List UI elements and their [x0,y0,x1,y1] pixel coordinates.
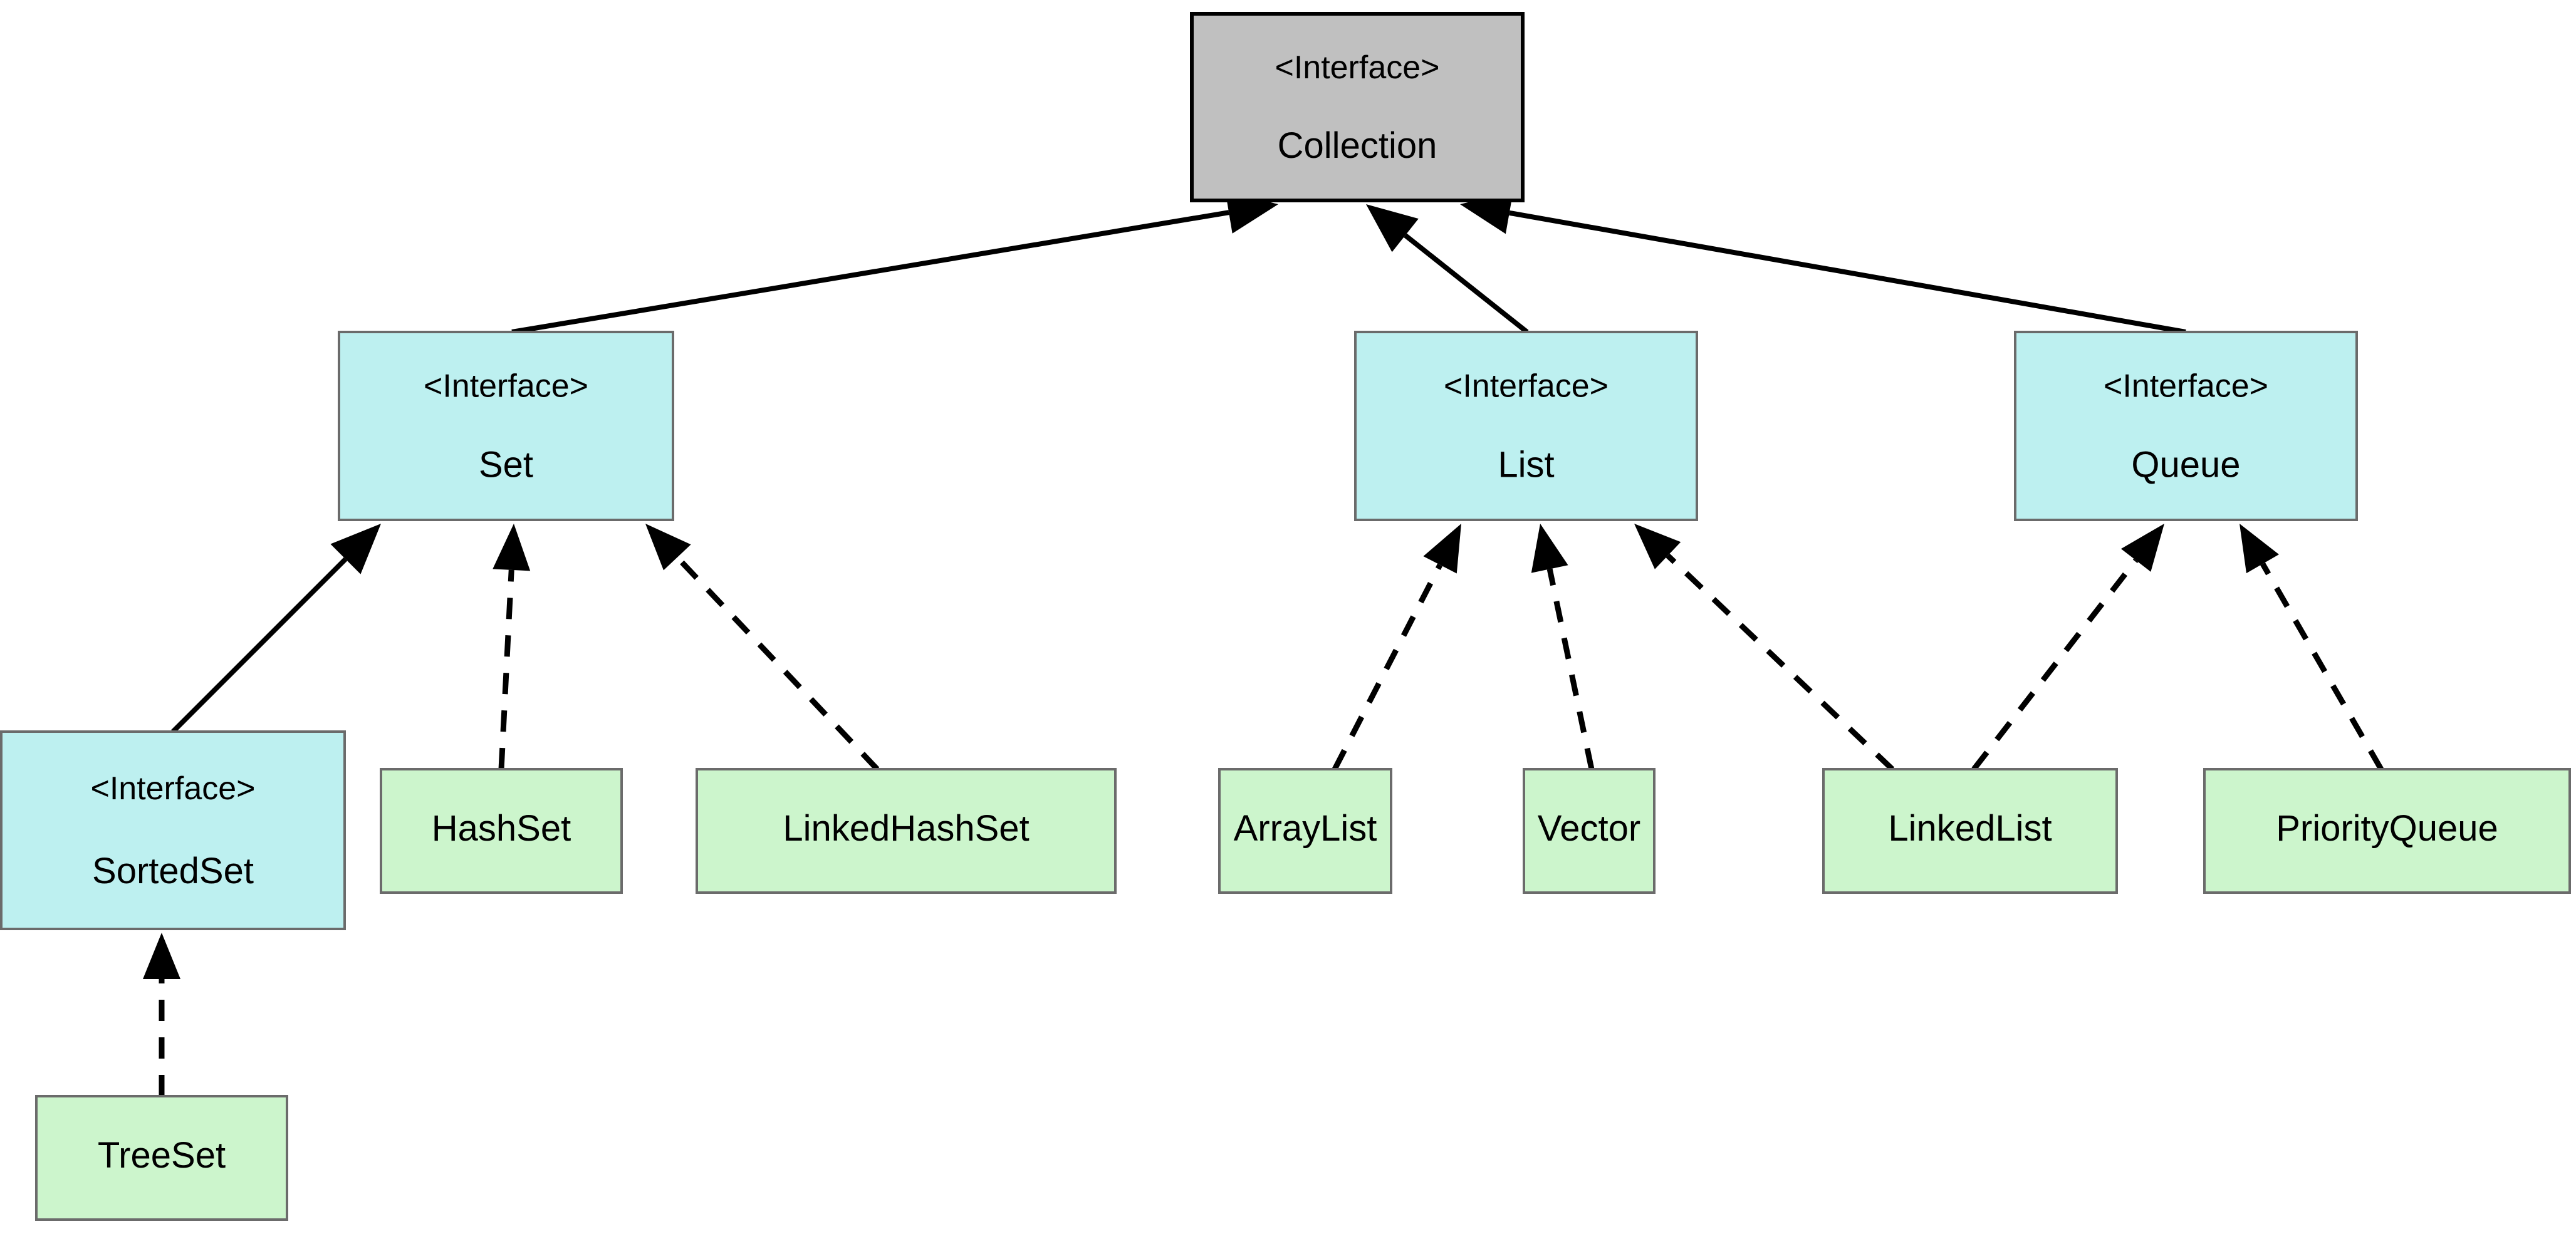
node-stereotype: <Interface> [1275,49,1439,86]
node-box[interactable] [696,768,1117,894]
node-priorityqueue[interactable]: PriorityQueue [2203,768,2571,894]
node-name: LinkedList [1888,808,2052,849]
edges-layer [143,191,2384,1096]
node-name: Vector [1538,808,1640,849]
edge-queue-collection [1460,192,2186,334]
node-name: SortedSet [92,851,254,891]
edge-line [1546,568,1595,770]
node-box[interactable] [0,730,346,930]
node-stereotype: <Interface> [2104,368,2268,405]
edge-line [675,555,880,772]
node-name: PriorityQueue [2276,808,2498,849]
node-linkedlist[interactable]: LinkedList [1822,768,2118,894]
edge-list-collection [1366,204,1529,334]
edge-line [1404,233,1529,334]
node-box[interactable] [1218,768,1392,894]
arrow-head-icon [2240,524,2279,574]
arrow-head-icon [645,524,691,571]
edge-line [171,557,348,734]
node-stereotype: <Interface> [1444,368,1609,405]
node-name: HashSet [432,808,571,849]
node-name: List [1498,444,1554,485]
node-queue[interactable]: <Interface> Queue [2014,331,2358,521]
node-box[interactable] [2203,768,2571,894]
edge-treeset-sortedset [143,933,180,1096]
node-sortedset[interactable]: <Interface> SortedSet [0,730,346,930]
node-box[interactable] [1190,12,1525,202]
node-name: Queue [2131,444,2240,485]
node-name: LinkedHashSet [783,808,1029,849]
node-arraylist[interactable]: ArrayList [1218,768,1392,894]
edge-arraylist-list [1332,524,1461,771]
edge-sortedset-set [171,524,381,734]
edge-vector-list [1531,524,1595,770]
node-box[interactable] [338,331,674,521]
edge-linkedhashset-set [645,524,880,772]
node-name: Collection [1278,125,1437,166]
nodes-layer: <Interface>Collection<Interface>Set<Inte… [0,12,2571,1221]
node-linkedhashset[interactable]: LinkedHashSet [696,768,1117,894]
edge-line [2260,562,2384,771]
edge-line [1509,210,2186,334]
node-box[interactable] [380,768,623,894]
edge-hashset-set [493,524,531,770]
arrow-head-icon [143,933,180,979]
node-hashset[interactable]: HashSet [380,768,623,894]
node-box[interactable] [1822,768,2118,894]
node-box[interactable] [1523,768,1656,894]
arrow-head-icon [493,524,531,571]
edge-priorityqueue-queue [2240,524,2384,771]
node-name: Set [479,444,533,485]
node-list[interactable]: <Interface> List [1354,331,1698,521]
edge-line [1332,563,1443,771]
node-vector[interactable]: Vector [1523,768,1656,894]
arrow-head-icon [1634,524,1681,569]
edge-line [511,210,1229,334]
node-treeset[interactable]: TreeSet [35,1095,288,1221]
node-box[interactable] [1354,331,1698,521]
edge-line [1971,558,2139,771]
edge-linkedlist-list [1634,524,1895,772]
node-set[interactable]: <Interface> Set [338,331,674,521]
arrow-head-icon [1531,524,1568,573]
node-stereotype: <Interface> [424,368,588,405]
edge-line [498,569,514,770]
arrow-head-icon [1423,524,1461,574]
arrow-head-icon [1460,192,1513,234]
edge-linkedlist-queue [1971,524,2164,771]
edge-line [1666,553,1895,772]
node-name: TreeSet [98,1135,226,1176]
node-box[interactable] [35,1095,288,1221]
node-box[interactable] [2014,331,2358,521]
node-collection[interactable]: <Interface> Collection [1190,12,1525,202]
arrow-head-icon [1366,204,1419,252]
arrow-head-icon [2120,524,2164,572]
edge-set-collection [511,191,1278,334]
node-stereotype: <Interface> [90,770,255,807]
arrow-head-icon [330,524,381,574]
node-name: ArrayList [1234,808,1377,849]
